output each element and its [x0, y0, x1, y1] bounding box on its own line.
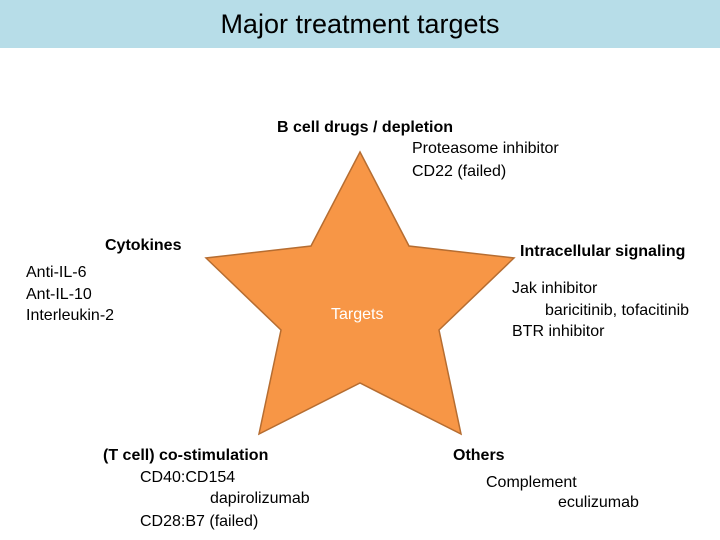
- cytokines-item: Interleukin-2: [26, 307, 115, 324]
- star-label: Targets: [331, 306, 384, 323]
- cytokines-heading: Cytokines: [105, 237, 182, 254]
- others-heading: Others: [453, 447, 505, 464]
- intracellular-item: BTR inhibitor: [512, 323, 605, 340]
- others-item: eculizumab: [558, 494, 639, 511]
- b-cell-heading: B cell drugs / depletion: [277, 119, 454, 136]
- cytokines-item: Anti-IL-6: [26, 264, 87, 281]
- costim-item: CD28:B7 (failed): [140, 513, 259, 530]
- others-item: Complement: [486, 474, 577, 491]
- intracellular-heading: Intracellular signaling: [520, 243, 686, 260]
- star-polygon: [204, 150, 516, 436]
- intracellular-item: Jak inhibitor: [512, 280, 598, 297]
- costim-heading: (T cell) co-stimulation: [103, 447, 269, 464]
- cytokines-item: Ant-IL-10: [26, 286, 92, 303]
- intracellular-item: baricitinib, tofacitinib: [545, 302, 690, 319]
- b-cell-item: CD22 (failed): [412, 163, 507, 180]
- costim-item: CD40:CD154: [140, 469, 236, 486]
- page-title: Major treatment targets: [220, 9, 500, 39]
- title-bar: [0, 0, 720, 48]
- costim-item: dapirolizumab: [210, 490, 310, 507]
- b-cell-item: Proteasome inhibitor: [412, 140, 559, 157]
